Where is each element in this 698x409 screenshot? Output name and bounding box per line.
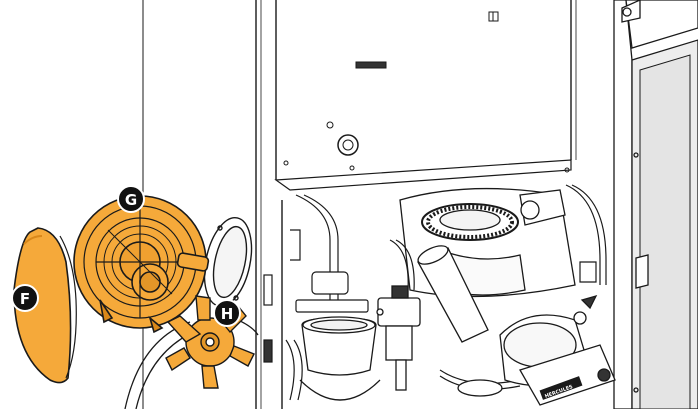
bottom-right-assembly	[457, 294, 616, 406]
callout-f-letter: F	[20, 290, 30, 308]
fan-housing	[73, 195, 210, 334]
pump-housing	[299, 316, 381, 401]
panel-fittings	[263, 261, 597, 363]
callout-f: F	[11, 284, 39, 312]
callout-g: G	[117, 185, 145, 213]
side-door-panel	[613, 0, 698, 409]
heat-exchanger	[399, 187, 576, 298]
callout-h: H	[213, 299, 241, 327]
callout-h-letter: H	[221, 305, 234, 323]
casing-hardware	[283, 11, 570, 173]
boiler-casing	[142, 0, 577, 409]
callout-g-letter: G	[125, 191, 137, 209]
flue-tube	[417, 245, 489, 343]
gas-valve	[376, 285, 421, 391]
